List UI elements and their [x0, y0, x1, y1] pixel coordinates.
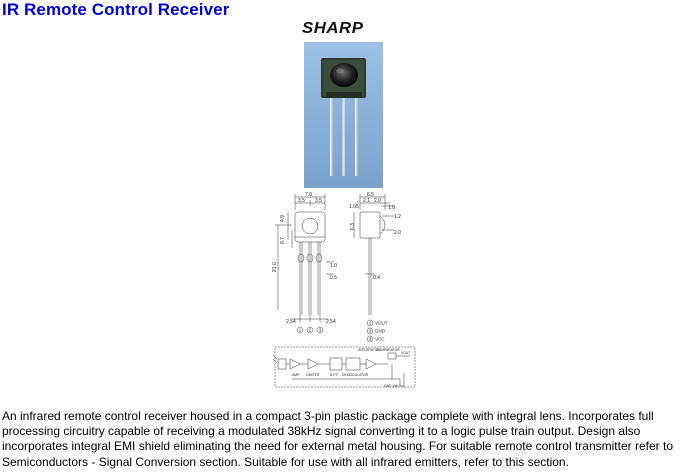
dim-pitch-right: 2.54: [326, 319, 336, 325]
block-demodulator-label: DEMODULATOR: [342, 373, 369, 377]
dimension-drawing: 7.0 3.5 3.5 6.5 1.05 2.1 2.0 1.0 1.2 2.0…: [272, 192, 401, 343]
pin-3-label: 3: [319, 328, 322, 333]
block-limiter-label: LIMITER: [306, 373, 320, 377]
legend-3-label: VCC: [375, 337, 385, 342]
dim-side-width: 6.5: [367, 192, 374, 198]
dim-height-left: 21.0: [272, 262, 278, 272]
dim-height-small-2: 6.3: [350, 223, 356, 230]
page-title: IR Remote Control Receiver: [2, 0, 230, 19]
dim-top-sub-right: 3.5: [315, 198, 322, 204]
legend-1-num: 1: [369, 321, 372, 326]
block-gnd-vcc-label: GND Vcc Vcc: [384, 384, 405, 388]
dim-top-width: 7.0: [305, 192, 312, 198]
dim-height-small-1: 4.9: [280, 215, 286, 222]
dim-lead-side: 0.4: [373, 275, 380, 281]
block-vout-label: VOUT: [401, 351, 410, 355]
block-amp-label: AMP: [292, 373, 300, 377]
product-photo: [304, 42, 383, 188]
dim-height-body: 8.7: [280, 237, 286, 244]
sharp-logo: SHARP: [302, 20, 364, 37]
legend-2-label: GND: [375, 329, 386, 334]
pin-2-label: 2: [309, 328, 312, 333]
dim-top-sub-left: 3.5: [298, 198, 305, 204]
legend-3-num: 3: [369, 337, 372, 342]
block-comparator-label: COMPARATOR: [376, 348, 400, 352]
dim-pitch-left: 2.54: [286, 319, 296, 325]
block-diagram: AMP LIMITER B.P.F. DEMODULATOR INTEGRATO…: [272, 346, 416, 388]
dim-side-sub-3: 2.0: [374, 198, 381, 204]
pin-1-label: 1: [299, 328, 302, 333]
dim-side-right-2: 1.2: [394, 214, 401, 220]
legend-2-num: 2: [369, 329, 372, 334]
dim-side-sub-1: 1.05: [349, 204, 359, 210]
dim-lead-2: 0.5: [330, 275, 337, 281]
product-description: An infrared remote control receiver hous…: [2, 409, 673, 469]
dim-lead-1: 1.0: [330, 263, 337, 269]
block-integrator-label: INTEGRATOR: [358, 348, 380, 352]
legend-1-label: VOUT: [375, 321, 388, 326]
block-bpf-label: B.P.F.: [330, 373, 339, 377]
dim-side-right-1: 1.0: [388, 205, 395, 211]
dim-side-sub-2: 2.1: [363, 198, 370, 204]
dim-side-right-3: 2.0: [394, 230, 401, 236]
